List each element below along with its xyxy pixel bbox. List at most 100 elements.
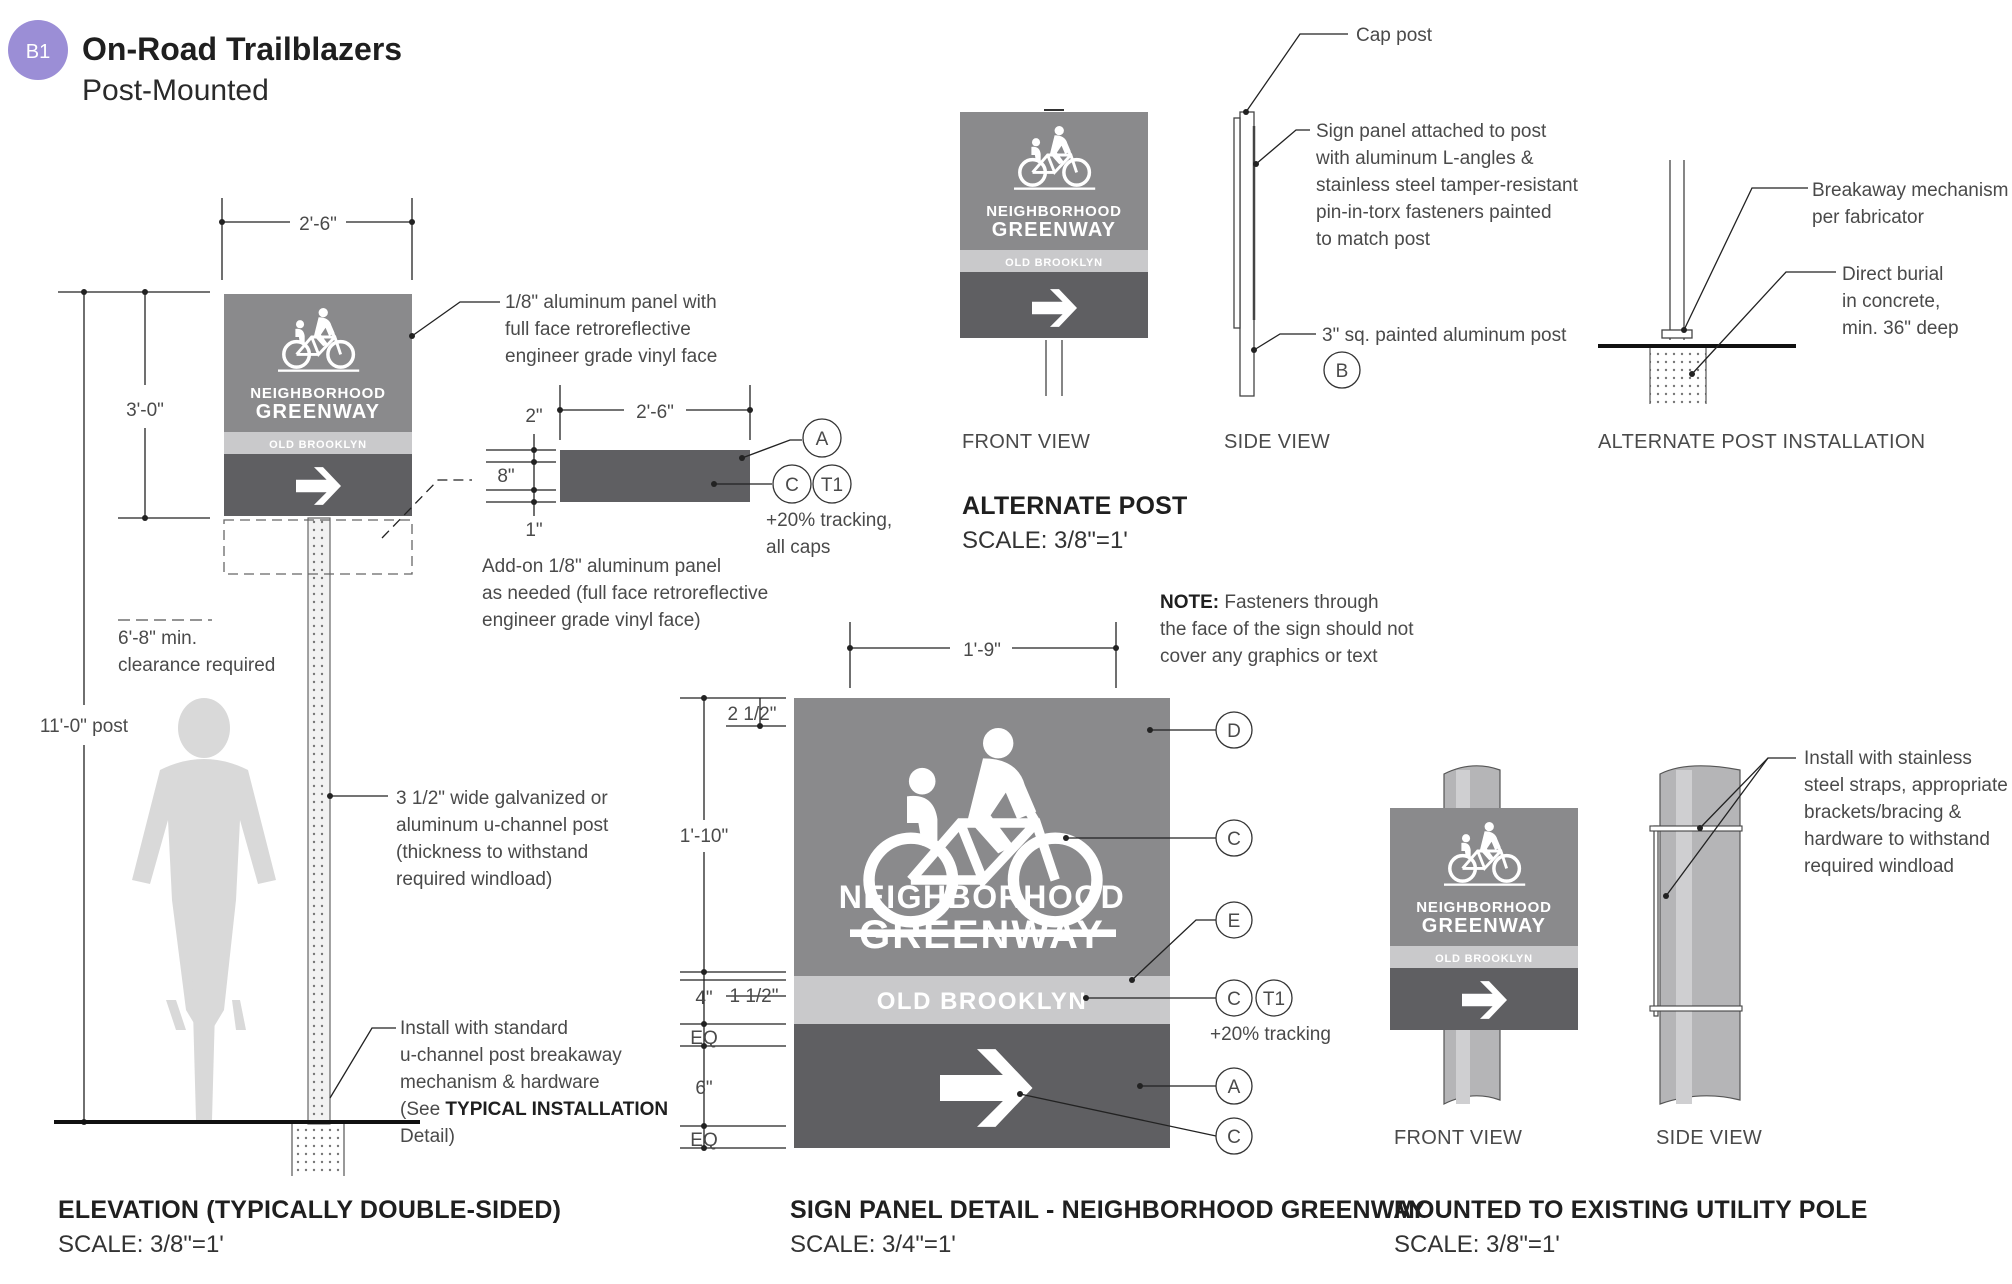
detail-dim-1half: 1 1/2" — [729, 986, 778, 1007]
addon-tracking-2: all caps — [766, 537, 830, 558]
callout-a — [1215, 1067, 1253, 1105]
detail-dim-2half: 2 1/2" — [727, 704, 776, 725]
svg-text:min. 36" deep: min. 36" deep — [1842, 318, 1959, 339]
svg-text:GREENWAY: GREENWAY — [1422, 915, 1546, 937]
svg-text:required windload: required windload — [1804, 856, 1954, 877]
alternate-title: ALTERNATE POST — [962, 492, 1187, 520]
detail-note-3: cover any graphics or text — [1160, 646, 1378, 667]
sign-line1: NEIGHBORHOOD — [250, 385, 385, 402]
callout-a — [802, 418, 842, 458]
elevation-title: ELEVATION (TYPICALLY DOUBLE-SIDED) — [58, 1196, 561, 1224]
callout-b — [1323, 351, 1361, 389]
detail-dim-eq2: EQ — [690, 1130, 717, 1151]
elev-dim-post: 11'-0" post — [40, 716, 129, 737]
svg-text:T1: T1 — [821, 475, 843, 496]
elevation-scale: SCALE: 3/8"=1' — [58, 1231, 224, 1258]
alt-side-view-label: SIDE VIEW — [1224, 431, 1330, 453]
utility-title: MOUNTED TO EXISTING UTILITY POLE — [1394, 1196, 1868, 1224]
cyclist-silhouette-icon — [132, 698, 276, 1120]
sign-line2: GREENWAY — [256, 401, 380, 423]
svg-text:to match post: to match post — [1316, 229, 1431, 250]
header: B1 On-Road Trailblazers Post-Mounted — [8, 20, 402, 107]
detail-dim-1-10: 1'-10" — [680, 826, 728, 847]
post-note: 3 1/2" wide galvanized or aluminum u-cha… — [396, 788, 609, 890]
utility-note: Install with stainless steel straps, app… — [1804, 748, 2008, 877]
detail-sign-panel: NEIGHBORHOOD GREENWAY OLD BROOKLYN — [794, 698, 1170, 1148]
svg-text:C: C — [785, 475, 799, 496]
detail-note-1: NOTE: Fasteners through — [1160, 592, 1379, 613]
svg-text:as needed (full face retrorefl: as needed (full face retroreflective — [482, 583, 768, 604]
svg-text:A: A — [816, 429, 829, 450]
alternate-post-view: NEIGHBORHOOD GREENWAY OLD BROOKLYN FRONT… — [960, 25, 2008, 554]
svg-text:steel straps, appropriate: steel straps, appropriate — [1804, 775, 2008, 796]
svg-text:mechanism & hardware: mechanism & hardware — [400, 1072, 600, 1093]
svg-text:NEIGHBORHOOD: NEIGHBORHOOD — [986, 203, 1121, 220]
svg-text:E: E — [1228, 911, 1241, 932]
alt-side-note: Sign panel attached to post with aluminu… — [1315, 121, 1579, 250]
utility-front-view-label: FRONT VIEW — [1394, 1127, 1522, 1149]
callout-c — [772, 464, 812, 504]
svg-text:GREENWAY: GREENWAY — [992, 219, 1116, 241]
svg-text:Sign panel attached to post: Sign panel attached to post — [1316, 121, 1547, 142]
svg-text:OLD BROOKLYN: OLD BROOKLYN — [1005, 257, 1103, 269]
detail-tracking: +20% tracking — [1210, 1024, 1331, 1045]
alt-front-view-label: FRONT VIEW — [962, 431, 1090, 453]
section-badge — [8, 20, 68, 80]
svg-text:A: A — [1228, 1077, 1241, 1098]
svg-text:NEIGHBORHOOD: NEIGHBORHOOD — [1416, 899, 1551, 916]
detail-dim-width: 1'-9" — [963, 640, 1001, 661]
svg-text:Direct burial: Direct burial — [1842, 264, 1943, 285]
svg-text:Install with stainless: Install with stainless — [1804, 748, 1972, 769]
svg-text:Breakaway mechanism: Breakaway mechanism — [1812, 180, 2008, 201]
svg-text:(See TYPICAL INSTALLATION: (See TYPICAL INSTALLATION — [400, 1099, 668, 1120]
callout-e — [1215, 901, 1253, 939]
sign-panel-detail: NOTE: Fasteners through the face of the … — [680, 592, 1426, 1258]
alternate-sign-panel: NEIGHBORHOOD GREENWAY OLD BROOKLYN — [960, 112, 1148, 338]
callout-t1 — [812, 464, 852, 504]
callout-d — [1215, 711, 1253, 749]
svg-text:1/8" aluminum panel with: 1/8" aluminum panel with — [505, 292, 717, 313]
addon-dim-2: 2" — [525, 406, 542, 427]
utility-side-view-label: SIDE VIEW — [1656, 1127, 1762, 1149]
svg-text:with aluminum L-angles &: with aluminum L-angles & — [1315, 148, 1534, 169]
page-subtitle: Post-Mounted — [82, 74, 269, 107]
burial-note: Direct burial in concrete, min. 36" deep — [1842, 264, 1959, 339]
panel-note: 1/8" aluminum panel with full face retro… — [505, 292, 717, 367]
svg-text:pin-in-torx fasteners painted: pin-in-torx fasteners painted — [1316, 202, 1552, 223]
clearance-1: 6'-8" min. — [118, 628, 197, 649]
svg-text:C: C — [1227, 989, 1241, 1010]
sign-band: OLD BROOKLYN — [269, 439, 367, 451]
svg-text:B: B — [1336, 361, 1349, 382]
utility-sign-panel: NEIGHBORHOOD GREENWAY OLD BROOKLYN — [1390, 808, 1578, 1030]
svg-text:OLD BROOKLYN: OLD BROOKLYN — [1435, 953, 1533, 965]
svg-text:D: D — [1227, 721, 1241, 742]
svg-text:(thickness to withstand: (thickness to withstand — [396, 842, 588, 863]
svg-text:aluminum u-channel post: aluminum u-channel post — [396, 815, 609, 836]
breakaway-note: Breakaway mechanism per fabricator — [1812, 180, 2008, 228]
svg-text:GREENWAY: GREENWAY — [859, 913, 1105, 957]
detail-scale: SCALE: 3/4"=1' — [790, 1231, 956, 1258]
callout-c — [1215, 819, 1253, 857]
svg-text:required windload): required windload) — [396, 869, 552, 890]
svg-text:C: C — [1227, 1127, 1241, 1148]
callout-c-band — [1215, 979, 1253, 1017]
alt-post-note: 3" sq. painted aluminum post — [1322, 325, 1567, 346]
utility-pole-view: NEIGHBORHOOD GREENWAY OLD BROOKLYN FRONT… — [1390, 748, 2008, 1258]
cap-post-note: Cap post — [1356, 25, 1433, 46]
addon-panel-view: 2'-6" 2" 8" 1" A C T1 +20% tracking, all… — [482, 385, 892, 631]
badge-label: B1 — [26, 41, 50, 63]
page-title: On-Road Trailblazers — [82, 31, 402, 67]
elevation-sign-panel: NEIGHBORHOOD GREENWAY OLD BROOKLYN — [224, 294, 412, 516]
svg-text:stainless steel tamper-resista: stainless steel tamper-resistant — [1316, 175, 1579, 196]
alternate-scale: SCALE: 3/8"=1' — [962, 527, 1128, 554]
callout-c-arrow — [1215, 1117, 1253, 1155]
svg-text:Detail): Detail) — [400, 1126, 455, 1147]
svg-text:3 1/2" wide galvanized or: 3 1/2" wide galvanized or — [396, 788, 608, 809]
addon-tracking-1: +20% tracking, — [766, 510, 892, 531]
svg-text:T1: T1 — [1263, 989, 1285, 1010]
utility-scale: SCALE: 3/8"=1' — [1394, 1231, 1560, 1258]
callout-t1 — [1255, 979, 1293, 1017]
install-note: Install with standard u-channel post bre… — [400, 1018, 668, 1147]
detail-note-2: the face of the sign should not — [1160, 619, 1414, 640]
